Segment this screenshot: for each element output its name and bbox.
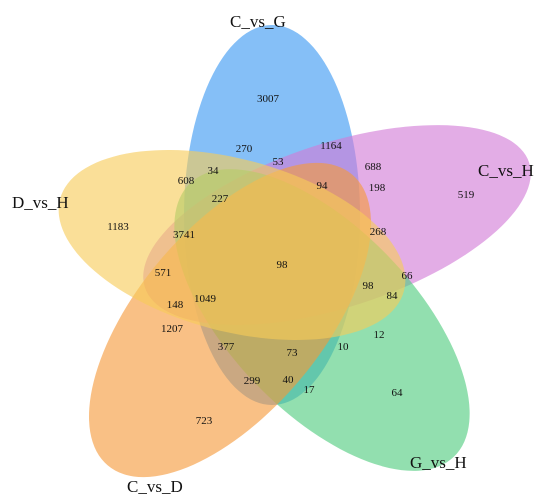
region-count: 3007 [257,93,280,105]
region-count: 377 [218,341,235,353]
region-count: 571 [155,267,172,279]
region-count: 53 [273,156,285,168]
set-label-c-vs-d: C_vs_D [127,477,183,496]
set-label-c-vs-g: C_vs_G [230,12,286,31]
region-count: 10 [338,341,350,353]
region-count: 73 [287,347,299,359]
set-label-g-vs-h: G_vs_H [410,453,467,472]
region-count: 519 [458,189,475,201]
set-ellipse-d-vs-h [58,150,406,340]
region-counts: 3007 1164 270 53 688 34 94 198 608 227 5… [107,93,475,427]
region-count: 1183 [107,221,129,233]
region-count: 12 [374,329,385,341]
region-count: 723 [196,415,213,427]
region-count: 17 [304,384,316,396]
region-count: 64 [392,387,404,399]
venn-ellipses [58,25,531,478]
region-count: 1049 [194,293,217,305]
region-count: 1164 [320,140,342,152]
region-count: 84 [387,290,399,302]
region-count: 688 [365,161,382,173]
set-label-d-vs-h: D_vs_H [12,193,69,212]
region-count: 1207 [161,323,184,335]
region-count: 40 [283,374,295,386]
region-count: 608 [178,175,195,187]
region-count: 270 [236,143,253,155]
region-count: 94 [317,180,329,192]
region-count: 299 [244,375,261,387]
region-count: 98 [277,259,289,271]
set-labels: C_vs_G C_vs_H G_vs_H C_vs_D D_vs_H [12,12,534,496]
set-label-c-vs-h: C_vs_H [478,161,534,180]
region-count: 98 [363,280,375,292]
region-count: 34 [208,165,220,177]
region-count: 3741 [173,229,195,241]
region-count: 268 [370,226,387,238]
region-count: 227 [212,193,229,205]
region-count: 148 [167,299,184,311]
region-count: 66 [402,270,414,282]
region-count: 198 [369,182,386,194]
